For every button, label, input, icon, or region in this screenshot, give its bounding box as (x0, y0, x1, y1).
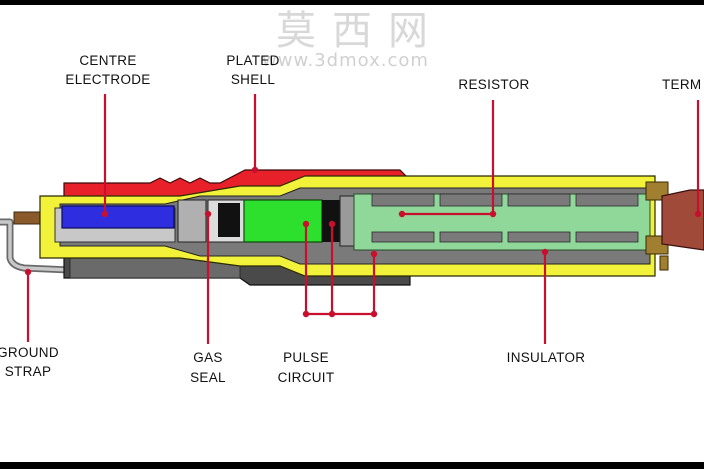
ground-strap (0, 218, 71, 274)
label-gas-seal-2: SEAL (190, 370, 226, 385)
pulse-circuit (243, 195, 355, 247)
leader-dots (24, 166, 702, 318)
label-ground-strap-2: STRAP (5, 364, 52, 379)
label-centre-electrode-1: CENTRE (79, 53, 136, 68)
terminal (645, 181, 704, 271)
label-pulse-circuit-2: CIRCUIT (278, 370, 335, 385)
label-ground-strap-1: GROUND (0, 345, 59, 360)
label-plated-shell-2: SHELL (231, 72, 275, 87)
resistor-body (353, 193, 651, 251)
label-pulse-circuit-1: PULSE (283, 350, 329, 365)
label-plated-shell-1: PLATED (226, 53, 279, 68)
label-gas-seal-1: GAS (193, 350, 222, 365)
centre-electrode (61, 205, 175, 229)
label-centre-electrode-2: ELECTRODE (65, 72, 150, 87)
label-resistor: RESISTOR (458, 77, 529, 92)
watermark-cn: 莫西网 (276, 8, 444, 54)
label-insulator: INSULATOR (507, 350, 586, 365)
label-terminal: TERM (662, 77, 701, 92)
watermark-url: www.3dmox.com (262, 50, 429, 71)
gas-seal (177, 199, 245, 243)
